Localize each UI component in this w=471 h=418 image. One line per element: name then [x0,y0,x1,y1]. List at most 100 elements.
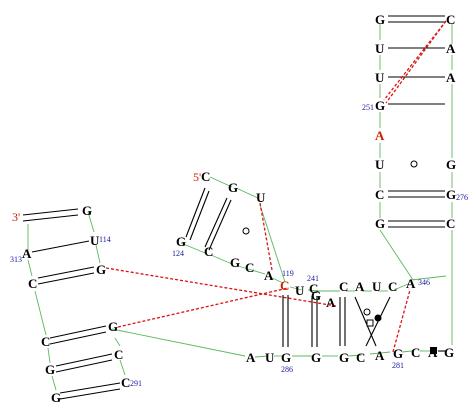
nt-251: G [375,98,385,113]
base-pair-line-6 [31,240,90,253]
nt-center-u6: U [295,283,305,298]
backbone-segment-7 [289,286,303,291]
nt-tall-gl: G [375,216,385,231]
nt-stem-gb: G [108,319,118,334]
num-291: 291 [130,379,142,388]
backbone-segment-25 [254,355,269,358]
backbone-segment-8 [307,289,319,292]
nt-bottom-cf: C [411,345,420,360]
nt-tall-3r: A [446,70,456,85]
nt-346: A [406,276,416,291]
base-pair-line-10 [49,331,107,345]
base-pair-line-14 [59,388,121,400]
nt-124: G [176,234,186,249]
tertiary-interaction-lines [105,20,447,353]
nt-bottom-ab: A [246,350,256,365]
backbone-segment-17 [34,290,47,336]
nt-313: A [22,246,32,261]
backbone-segment-41 [379,229,414,281]
backbone-segment-21 [95,244,101,264]
tertiary-link-1 [105,267,337,307]
backbone-segment-13 [393,283,409,291]
nt-center-u11: U [372,279,382,294]
nt-119: C [280,278,289,293]
num-313: 313 [10,255,22,264]
pair-symbols [242,160,437,354]
nt-tall-2r: A [446,41,456,56]
base-pair-line-21 [354,296,377,347]
nt-5p-c: C [201,169,210,184]
base-pair-line-5 [22,214,79,222]
nt-center-c9: C [339,279,348,294]
base-pair-line-13 [59,382,121,394]
nt-hairpin-c4: C [245,260,254,275]
num-119: 119 [282,269,294,278]
base-pair-line-2 [204,197,228,248]
three-prime-label: 3' [12,210,20,224]
base-pair-line-9 [49,325,107,339]
nt-bottom-ge: G [339,350,349,365]
nt-281: G [393,346,403,361]
filled-circle-center [374,314,382,322]
backbone-segment-23 [114,337,121,347]
num-114: 114 [99,235,111,244]
tertiary-link-0 [259,202,273,271]
nt-center-a10: A [355,279,365,294]
nt-tall-1l: G [375,12,385,27]
tertiary-link-2 [117,287,289,328]
nt-tall-u: U [375,157,385,172]
wobble-circle-hairpin [242,227,250,235]
backbone-segment-6 [269,276,284,284]
backbone-segment-0 [209,176,233,188]
nt-276: G [446,187,456,202]
nt-5p-u: U [256,190,266,205]
position-labels: 5' 3' 124 119 241 346 114 313 291 286 28… [10,103,468,388]
backbone-segment-5 [237,265,266,275]
nt-bottom-gd: G [311,350,321,365]
backbone-segment-29 [347,354,363,357]
nt-bottom-ae: A [375,348,385,363]
backbone-segment-4 [210,254,233,265]
nt-tall-3l: U [375,70,385,85]
backbone-segment-19 [51,375,57,391]
nt-hairpin-a5: A [264,268,274,283]
nucleotide-letters: C G U G C G C A C U C G A C A U C A G U … [22,12,456,405]
base-pair-line-1 [189,190,210,241]
tertiary-link-3 [392,289,411,353]
nt-241: C [309,281,318,296]
nt-center-a8: A [326,295,336,310]
backbone-segment-31 [401,350,413,353]
base-pair-lines [22,15,445,400]
nt-tall-g: G [446,157,456,172]
nt-bottom-ce: C [356,350,365,365]
nt-stem-g291: G [51,390,61,405]
base-pair-line-12 [55,359,113,373]
nt-291: C [121,375,130,390]
num-251: 251 [362,103,374,112]
nt-stem-gc: G [45,362,55,377]
backbone-segment-14 [410,275,447,281]
backbone-segment-20 [87,211,95,233]
nt-stem-ga: G [96,262,106,277]
backbone-segment-3 [180,242,206,254]
nt-hairpin-g3: G [230,255,240,270]
backbone-segment-2 [259,204,286,283]
backbone-segment-30 [369,351,391,355]
nt-bottom-gf: G [444,345,454,360]
nt-bottom-ub: U [265,350,275,365]
num-124: 124 [172,249,184,258]
num-286: 286 [281,365,293,374]
nt-tall-cl: C [375,187,384,202]
nt-center-c12: C [388,279,397,294]
num-281: 281 [392,361,404,370]
backbone-segment-1 [235,187,259,199]
base-pair-line-11 [55,353,113,367]
nt-5p-g: G [228,180,238,195]
five-prime-label: 5' [193,170,201,184]
backbone-segment-16 [27,259,33,277]
nt-hairpin-c2: C [204,244,213,259]
wobble-circle-loop [410,160,418,168]
base-pair-line-8 [37,272,95,285]
open-square-center [366,319,374,327]
